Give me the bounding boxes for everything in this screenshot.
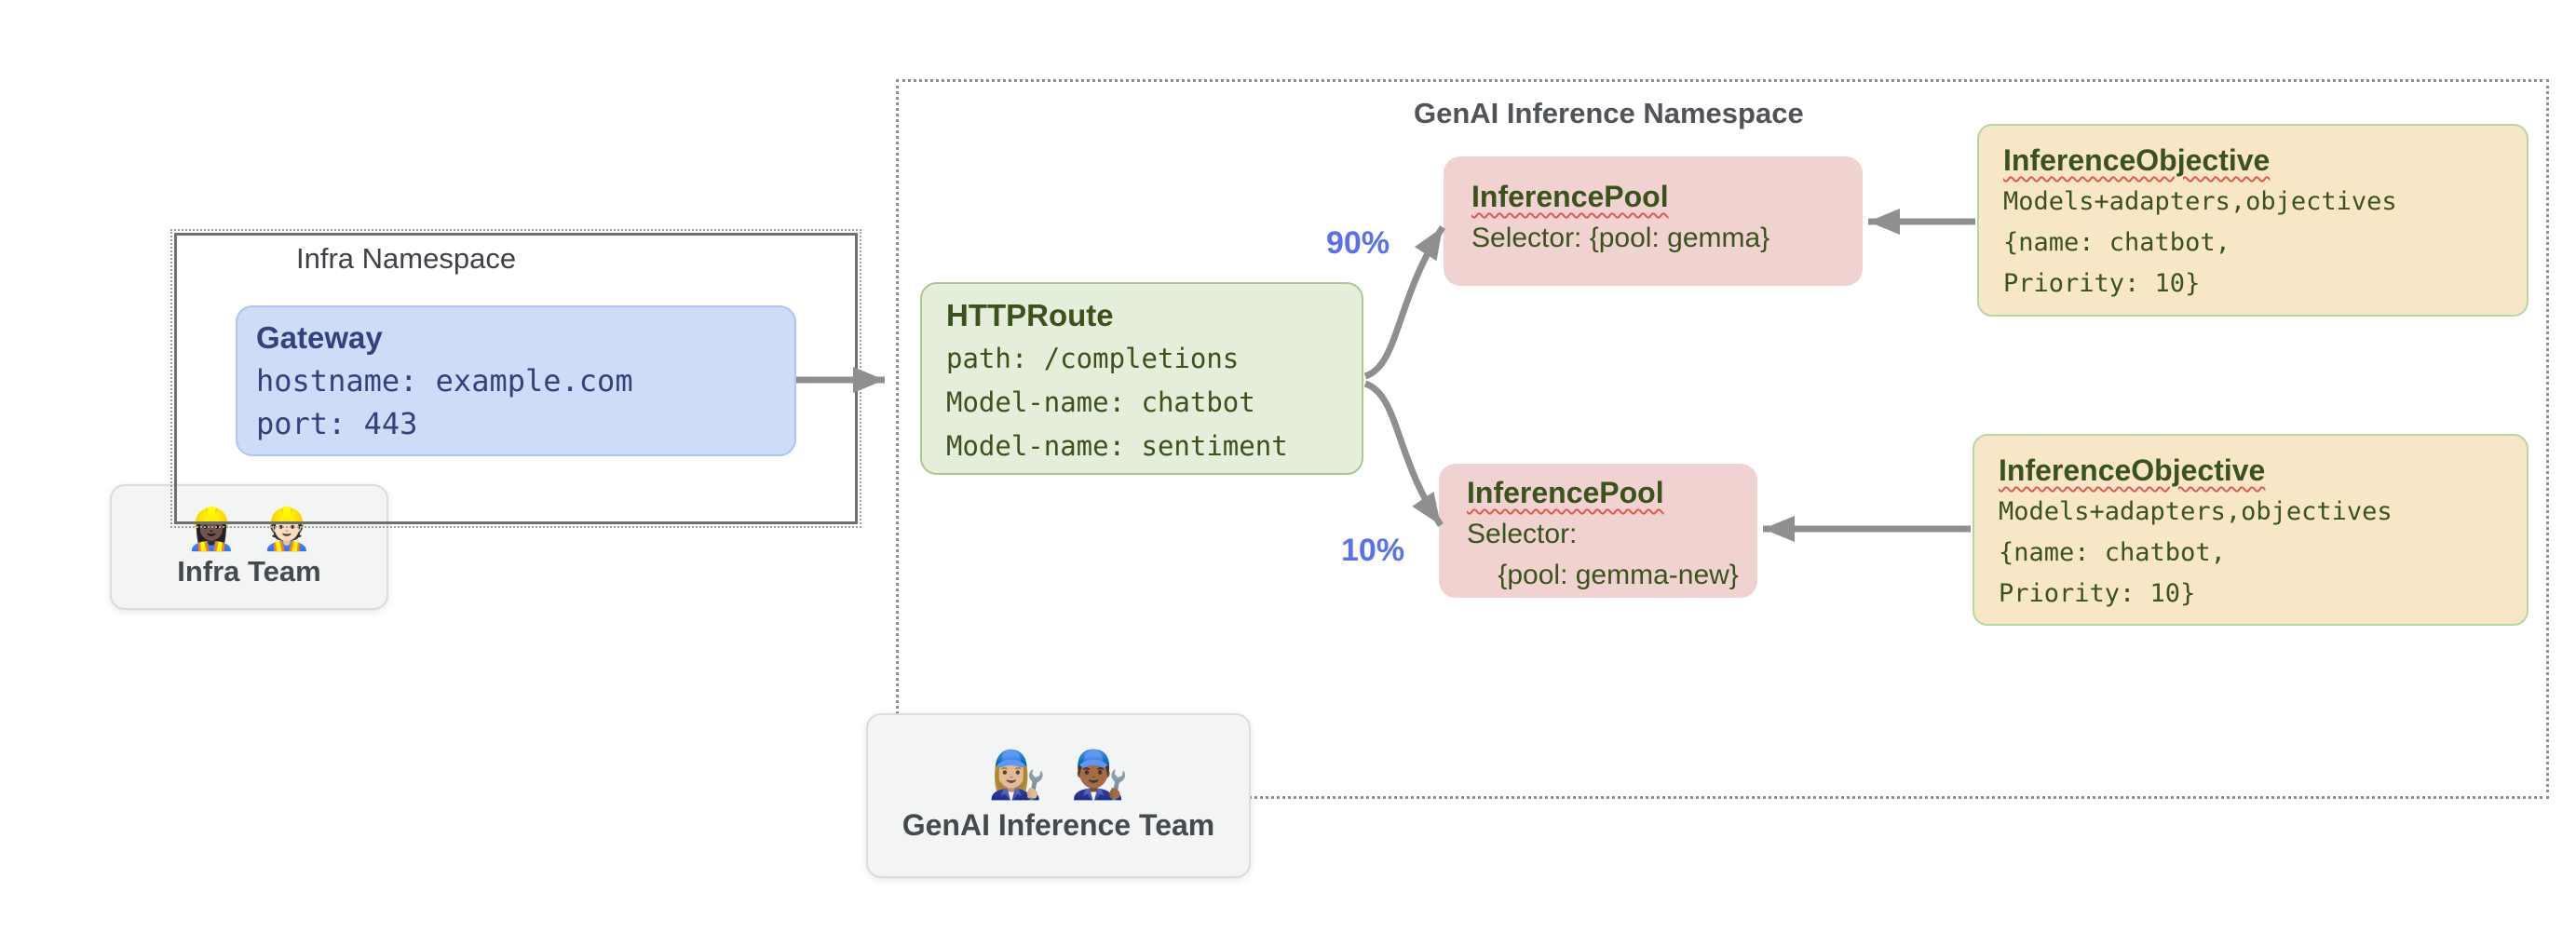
inference-objective-top-models: Models+adapters,objectives (2003, 187, 2397, 216)
inference-pool-gemma-selector: Selector: {pool: gemma} (1471, 223, 1770, 253)
mechanic-woman-icon: 👩🏼‍🔧 (988, 749, 1047, 801)
inference-objective-top-priority: Priority: 10} (2003, 269, 2201, 298)
traffic-split-10-label: 10% (1341, 533, 1405, 568)
inference-pool-gemma-new-title-text: InferencePool (1467, 476, 1664, 509)
genai-team-card: 👩🏼‍🔧 👨🏾‍🔧 GenAI Inference Team (866, 713, 1251, 878)
inference-pool-gemma-new-selector-value: {pool: gemma-new} (1467, 560, 1739, 590)
gateway-hostname: hostname: example.com (256, 363, 633, 399)
mechanic-man-icon: 👨🏾‍🔧 (1070, 749, 1129, 801)
inference-objective-bottom-models: Models+adapters,objectives (1999, 497, 2393, 526)
inference-pool-gemma-new-title: InferencePool (1467, 471, 1757, 514)
inference-objective-top-title: InferenceObjective (2003, 139, 2527, 182)
genai-namespace-box (896, 79, 2549, 799)
inference-pool-gemma-new-selector: Selector: (1467, 519, 1578, 549)
gateway-port: port: 443 (256, 406, 418, 441)
httproute-path: path: /completions (946, 343, 1240, 374)
inference-objective-bottom-title-text: InferenceObjective (1999, 453, 2266, 487)
infra-team-card: 👷🏿‍♀️ 👷🏻 Infra Team (110, 484, 388, 610)
infra-namespace-title: Infra Namespace (296, 242, 517, 275)
construction-worker-man-icon: 👷🏻 (261, 506, 313, 552)
gateway-node: Gateway hostname: example.com port: 443 (236, 305, 796, 456)
httproute-model-chatbot: Model-name: chatbot (946, 386, 1255, 418)
infra-team-emojis: 👷🏿‍♀️ 👷🏻 (186, 507, 313, 553)
inference-pool-gemma-node: InferencePool Selector: {pool: gemma} (1444, 156, 1863, 286)
inference-objective-bottom-title: InferenceObjective (1999, 449, 2527, 492)
infra-team-label: Infra Team (177, 554, 321, 588)
httproute-title: HTTPRoute (946, 298, 1114, 332)
httproute-model-sentiment: Model-name: sentiment (946, 430, 1288, 462)
inference-objective-bottom-node: InferenceObjective Models+adapters,objec… (1973, 434, 2529, 626)
inference-objective-top-node: InferenceObjective Models+adapters,objec… (1977, 124, 2529, 317)
inference-objective-bottom-name: {name: chatbot, (1999, 538, 2226, 567)
inference-pool-gemma-title-text: InferencePool (1471, 180, 1669, 213)
inference-objective-top-name: {name: chatbot, (2003, 228, 2230, 257)
genai-team-emojis: 👩🏼‍🔧 👨🏾‍🔧 (988, 749, 1129, 801)
genai-team-label: GenAI Inference Team (902, 808, 1215, 842)
inference-objective-top-title-text: InferenceObjective (2003, 143, 2271, 177)
traffic-split-90-label: 90% (1326, 225, 1390, 261)
inference-pool-gemma-title: InferencePool (1471, 175, 1863, 218)
httproute-node: HTTPRoute path: /completions Model-name:… (920, 282, 1363, 475)
inference-pool-gemma-new-node: InferencePool Selector: {pool: gemma-new… (1439, 464, 1757, 598)
genai-namespace-title: GenAI Inference Namespace (1414, 97, 1804, 129)
gateway-title: Gateway (256, 320, 383, 355)
construction-worker-woman-icon: 👷🏿‍♀️ (185, 506, 237, 552)
inference-objective-bottom-priority: Priority: 10} (1999, 579, 2196, 608)
